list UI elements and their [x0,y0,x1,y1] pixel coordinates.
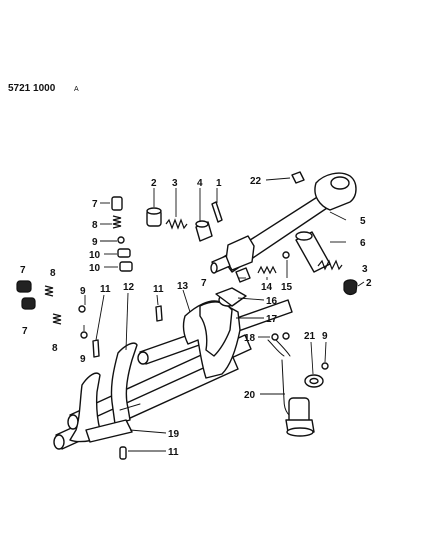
callout-10b: 10 [89,263,101,274]
callout-2: 2 [151,178,157,189]
plug-4 [195,220,213,242]
callout-5: 5 [360,216,366,227]
leader-lines [83,177,365,452]
callout-9: 9 [92,237,98,248]
ball-9-low [80,331,88,339]
pin-1 [211,201,223,223]
callout-7: 7 [92,199,98,210]
callout-labels: 1 2 2 3 3 4 5 6 7 7 7 7 8 8 8 9 9 9 9 10… [20,176,372,458]
callout-18: 18 [244,333,256,344]
bushing-6 [295,231,331,273]
spring-8-left-a [44,285,54,297]
detent-7-right [235,267,251,283]
callout-13: 13 [177,281,189,292]
spring-14 [257,265,277,275]
cap-7-left-a [16,280,32,293]
callout-7b: 7 [20,265,26,276]
callout-10: 10 [89,250,101,261]
pin-11-mid [155,305,163,322]
callout-4: 4 [197,178,203,189]
plug-22 [291,171,305,184]
plug-10-a [117,248,131,258]
callout-11c: 11 [168,447,179,458]
callout-9d: 9 [322,331,328,342]
callout-15: 15 [281,282,293,293]
spring-3-top [165,218,188,230]
pin-11-bottom [119,446,127,460]
spring-8-left-b [52,313,62,325]
shift-lug-19 [85,419,133,443]
callout-11: 11 [100,284,111,295]
callout-16: 16 [266,296,278,307]
spring-3-right [317,259,343,271]
plug-2-top [146,207,162,227]
plug-10-b [119,261,133,272]
callout-3: 3 [172,178,178,189]
cap-7-left-b [21,297,36,310]
shift-fork-12 [110,342,138,425]
harness-18 [267,332,291,357]
callout-7c: 7 [22,326,28,337]
callout-7d: 7 [201,278,207,289]
callout-3b: 3 [362,264,368,275]
callout-20: 20 [244,390,256,401]
washer-21 [304,374,324,388]
callout-8c: 8 [52,343,58,354]
ball-9-top [117,236,125,244]
revision-mark: A [74,86,79,93]
callout-9c: 9 [80,354,86,365]
callout-14: 14 [261,282,273,293]
ball-9-right [321,362,329,370]
diagram-id: 5721 1000 [8,83,56,94]
spring-8-top [112,215,122,229]
callout-8: 8 [92,220,98,231]
control-shaft-5 [210,172,357,274]
callout-6: 6 [360,238,366,249]
switch-20 [281,359,315,437]
shift-rail-assembly [53,287,293,450]
callout-1: 1 [216,178,222,189]
callout-11b: 11 [153,284,164,295]
callout-8b: 8 [50,268,56,279]
plug-2-right [343,279,358,296]
callout-22: 22 [250,176,262,187]
callout-2b: 2 [366,278,372,289]
callout-19: 19 [168,429,180,440]
callout-9b: 9 [80,286,86,297]
ball-15 [282,251,290,259]
callout-21: 21 [304,331,316,342]
callout-17: 17 [266,314,278,325]
ball-cap-7-top [111,196,123,211]
ball-9-mid [78,305,86,313]
pin-11-left [92,339,100,358]
callout-12: 12 [123,282,135,293]
